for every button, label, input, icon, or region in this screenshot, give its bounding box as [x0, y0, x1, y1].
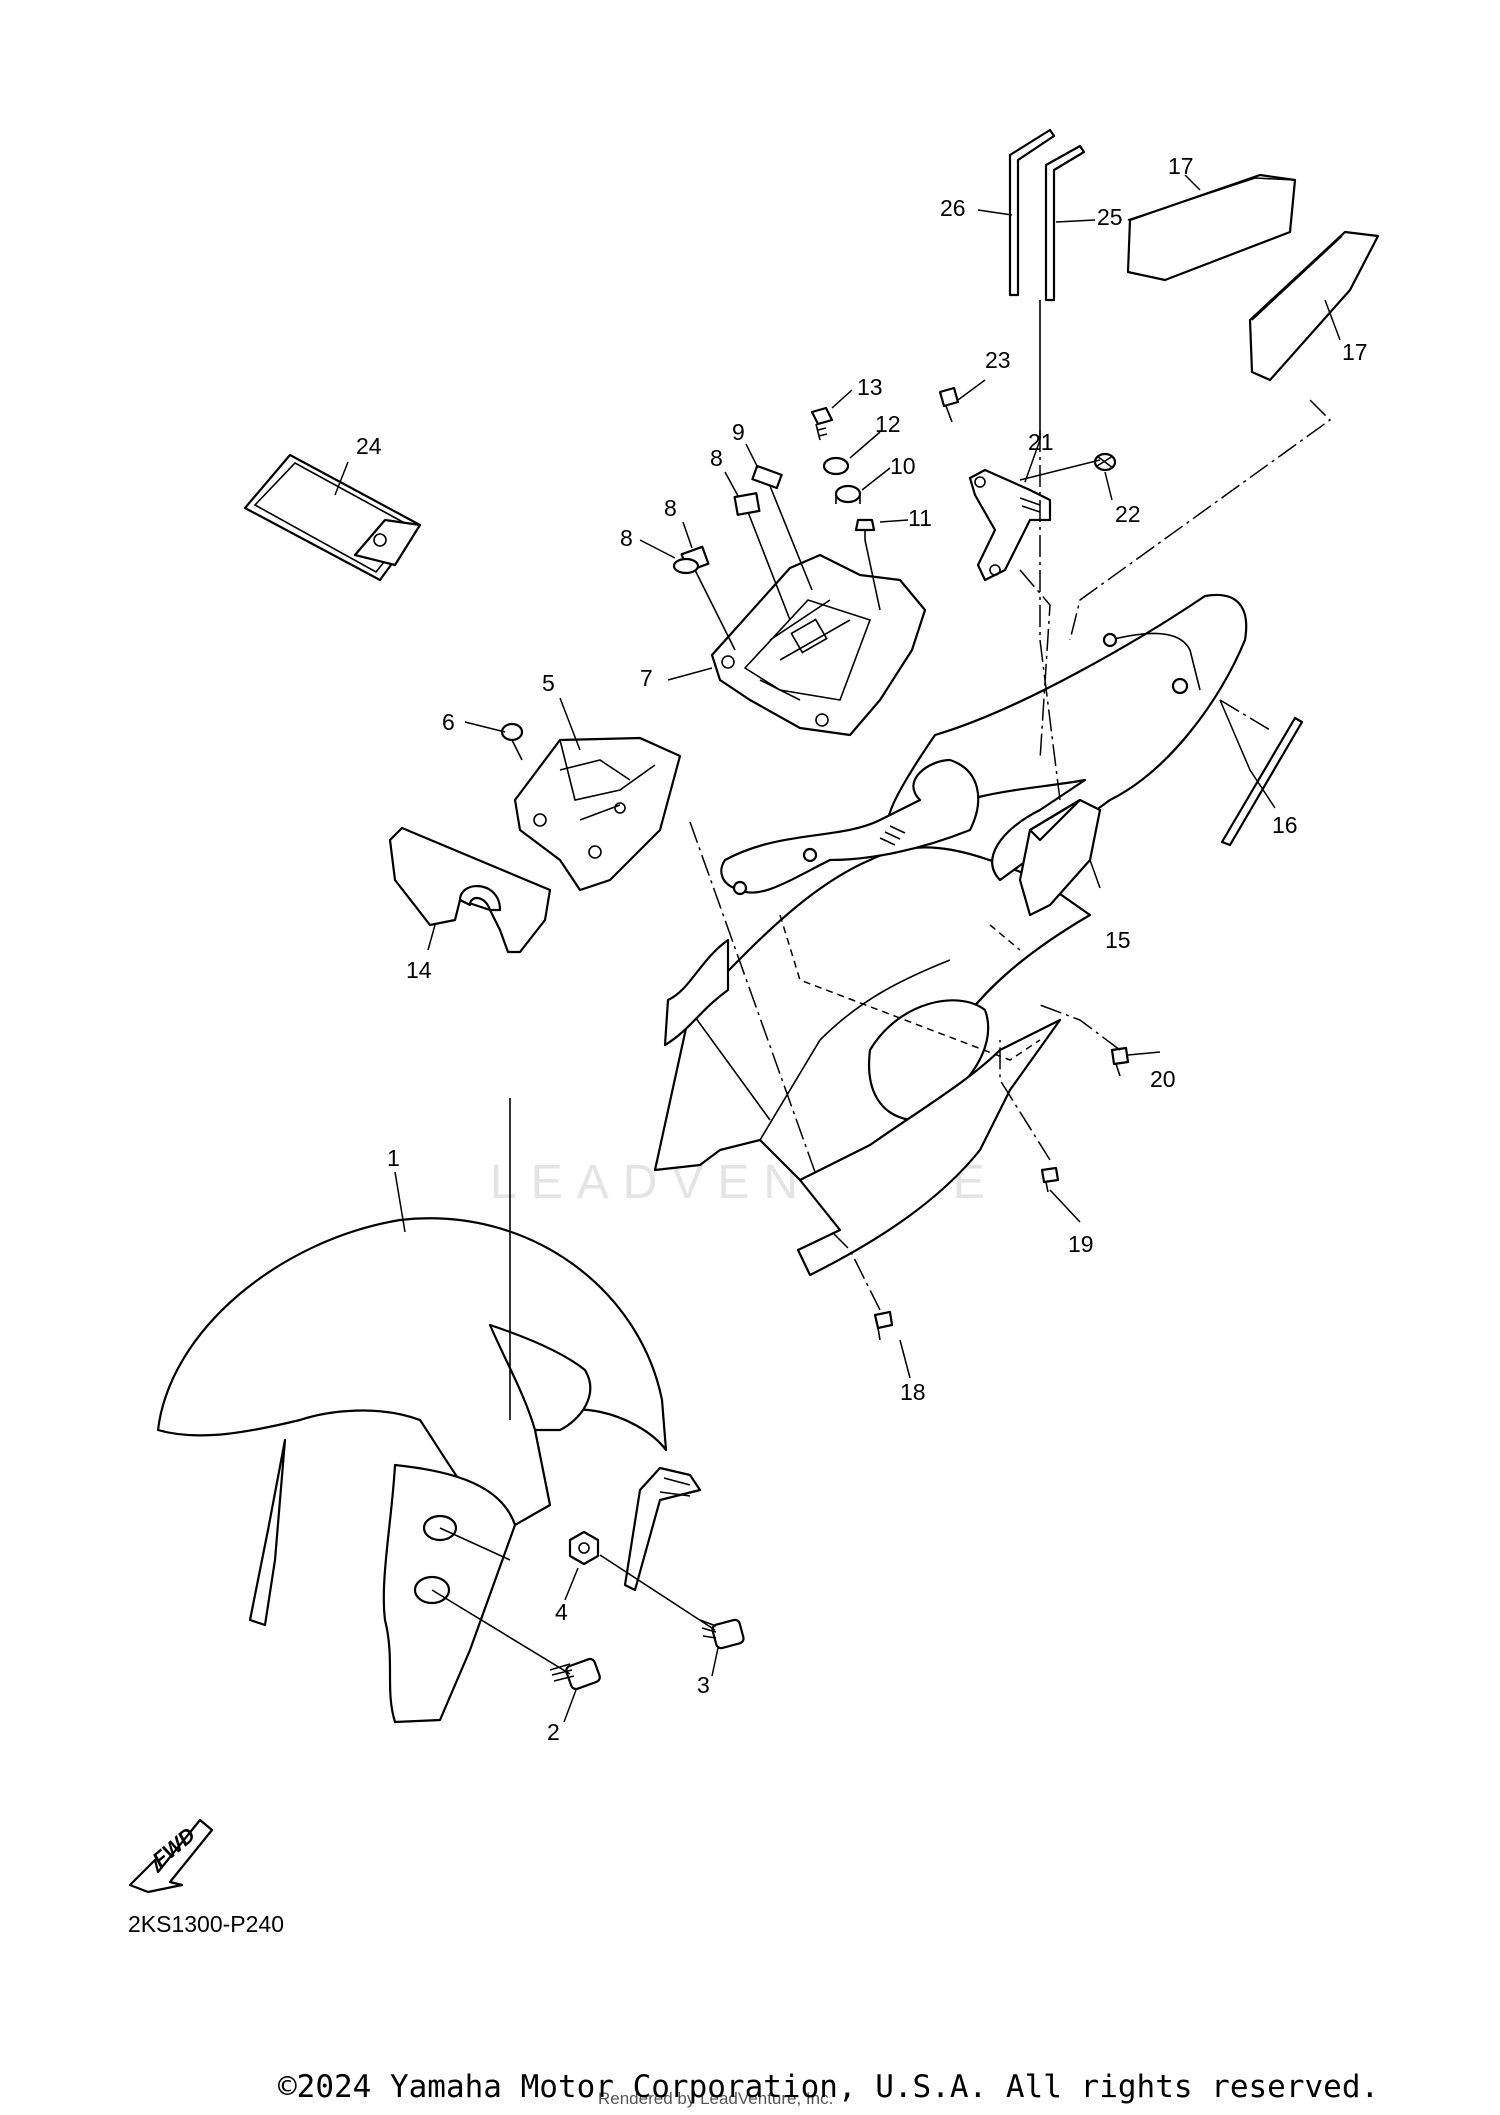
callout-12: 12	[875, 411, 901, 437]
bolt-part-3	[699, 1618, 745, 1650]
rear-fender-part	[653, 846, 1092, 1277]
seat-bracket-part-7	[710, 553, 927, 737]
callout-14: 14	[406, 957, 432, 983]
callout-6: 6	[442, 709, 455, 735]
callout-15: 15	[1105, 927, 1131, 953]
cover-part-14	[388, 826, 552, 954]
damper-part-8c	[672, 557, 700, 575]
callout-22: 22	[1115, 501, 1141, 527]
tray-part-5	[513, 736, 682, 892]
pin-part-11	[854, 518, 876, 540]
rivet-part-20	[1110, 1046, 1130, 1077]
pad-part-9	[751, 464, 783, 490]
callout-8b: 8	[664, 495, 677, 521]
rivet-part-18	[873, 1310, 894, 1341]
hex-key-part-26	[1008, 128, 1056, 297]
callout-7: 7	[640, 665, 653, 691]
copyright-text: ©2024 Yamaha Motor Corporation, U.S.A. A…	[278, 2069, 1379, 2105]
callout-17a: 17	[1168, 153, 1194, 179]
tool-bag-part-24	[243, 453, 422, 582]
callout-16: 16	[1272, 812, 1298, 838]
callout-8a: 8	[620, 525, 633, 551]
tail-cowl-part	[720, 593, 1248, 896]
callout-10: 10	[890, 453, 916, 479]
callout-17b: 17	[1342, 339, 1368, 365]
pad-part-17b	[1248, 230, 1380, 382]
spring-part-22	[1093, 452, 1117, 472]
callout-19: 19	[1068, 1231, 1094, 1257]
callout-20: 20	[1150, 1066, 1176, 1092]
stay-bracket-part	[623, 1466, 702, 1592]
callout-5: 5	[542, 670, 555, 696]
collar-part-10	[834, 484, 862, 504]
connection-lines	[689, 399, 1332, 1311]
callout-11: 11	[908, 505, 932, 531]
diagram-code: 2KS1300-P240	[128, 1911, 284, 1937]
callout-4: 4	[555, 1599, 568, 1625]
screw-part-6	[500, 722, 524, 761]
callout-21: 21	[1028, 429, 1054, 455]
hex-key-part-25	[1044, 144, 1086, 302]
bolt-part-23	[938, 386, 960, 423]
fwd-arrow-icon: FWD	[128, 1818, 214, 1894]
hidden-lines	[779, 914, 1041, 1061]
callout-9: 9	[732, 419, 745, 445]
callout-3: 3	[697, 1672, 710, 1698]
bolt-part-13	[810, 406, 834, 441]
leader-lines	[334, 174, 1341, 1723]
callout-26: 26	[940, 195, 966, 221]
callout-2: 2	[547, 1719, 560, 1745]
callout-1: 1	[387, 1145, 400, 1171]
rivet-part-19	[1040, 1166, 1060, 1193]
nut-part-4	[568, 1530, 600, 1566]
washer-part-12	[822, 456, 850, 476]
callout-18: 18	[900, 1379, 926, 1405]
callout-13: 13	[857, 374, 883, 400]
callout-23: 23	[985, 347, 1011, 373]
pad-part-8b	[733, 492, 761, 516]
cover-part-15	[1018, 798, 1102, 917]
rendered-by-text: Rendered by LeadVenture, Inc.	[598, 2089, 833, 2108]
bolt-part-2	[549, 1657, 601, 1691]
pad-part-17a	[1126, 173, 1297, 282]
callout-25: 25	[1097, 204, 1123, 230]
callout-24: 24	[356, 433, 382, 459]
lock-bracket-part-21	[968, 468, 1052, 582]
callout-8c: 8	[710, 445, 723, 471]
strip-part-16	[1220, 716, 1304, 847]
